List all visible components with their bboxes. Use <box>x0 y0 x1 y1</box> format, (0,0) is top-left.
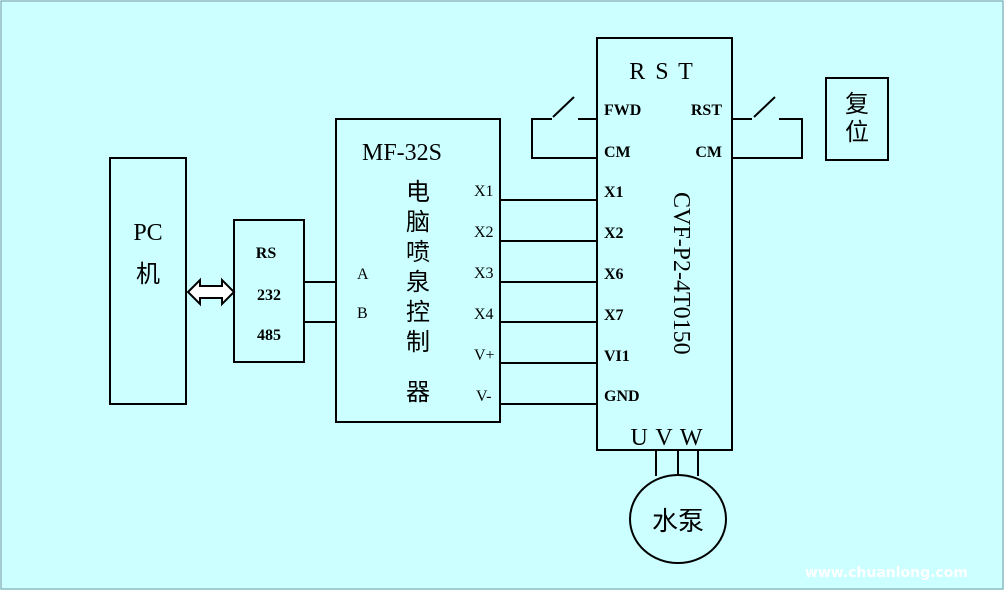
inverter-in-gnd: GND <box>604 388 640 405</box>
converter-label-485: 485 <box>257 327 281 344</box>
pump-label: 水泵 <box>652 507 704 536</box>
fwd-switch <box>531 96 597 159</box>
inverter-cm-left: CM <box>604 144 631 161</box>
controller-name-char-7: 器 <box>406 380 430 406</box>
pump-circle <box>629 474 727 564</box>
inverter-in-vi1: VI1 <box>604 348 630 365</box>
pump-block: 水泵 <box>629 474 727 564</box>
rs-converter-block: RS 232 485 <box>233 219 305 363</box>
inverter-block: R S T FWD CM RST CM X1 X2 X6 X7 VI1 GND … <box>596 37 733 451</box>
controller-port-a: A <box>357 266 369 283</box>
inverter-power-terminals: R S T <box>629 59 695 85</box>
reset-box <box>825 77 889 161</box>
controller-block: MF-32S 电 脑 喷 泉 控 制 器 A B X1 X2 X3 X4 V+ … <box>335 118 501 423</box>
pc-label-cn: 机 <box>136 261 160 288</box>
inverter-in-x7: X7 <box>604 307 624 324</box>
pc-label: PC <box>133 220 162 246</box>
inverter-cm-right: CM <box>695 144 722 161</box>
reset-switch-contact <box>753 96 776 118</box>
reset-loop-wire <box>732 118 803 159</box>
reset-label-2: 位 <box>845 119 869 146</box>
inverter-in-x6: X6 <box>604 266 624 283</box>
controller-box <box>335 118 501 423</box>
inverter-output-terminals: U V W <box>630 425 703 451</box>
pc-box <box>109 157 187 405</box>
controller-name-char-3: 喷 <box>406 239 430 266</box>
converter-box <box>233 219 305 363</box>
controller-model: MF-32S <box>362 140 442 166</box>
inverter-in-x2: X2 <box>604 225 624 242</box>
watermark: www.chuanlong.com <box>805 565 968 581</box>
controller-name-char-2: 脑 <box>406 209 430 236</box>
inverter-fwd: FWD <box>604 102 641 119</box>
controller-port-b: B <box>357 305 368 322</box>
motor-leads <box>655 450 699 476</box>
reset-label-1: 复 <box>845 91 869 118</box>
inverter-rst: RST <box>691 102 722 119</box>
inverter-in-x1: X1 <box>604 184 624 201</box>
converter-label-rs: RS <box>256 245 277 262</box>
controller-out-x1: X1 <box>474 183 494 200</box>
fwd-loop-wire <box>531 118 597 159</box>
converter-label-232: 232 <box>257 287 281 304</box>
controller-out-x3: X3 <box>474 265 494 282</box>
reset-switch <box>732 96 803 159</box>
controller-name-char-5: 控 <box>406 299 430 326</box>
pc-block: PC 机 <box>109 157 187 405</box>
controller-out-vplus: V+ <box>474 347 495 364</box>
reset-block: 复 位 <box>825 77 889 161</box>
controller-name-char-4: 泉 <box>406 269 430 296</box>
bidirectional-arrow-icon <box>186 277 236 307</box>
controller-out-vminus: V- <box>476 388 491 405</box>
inverter-model: CVF-P2-4T0150 <box>668 192 694 355</box>
inverter-box <box>596 37 733 451</box>
controller-out-x4: X4 <box>474 306 494 323</box>
controller-name-char-1: 电 <box>406 179 430 206</box>
fwd-switch-contact <box>552 96 575 118</box>
controller-name-char-6: 制 <box>406 329 430 356</box>
controller-out-x2: X2 <box>474 224 494 241</box>
